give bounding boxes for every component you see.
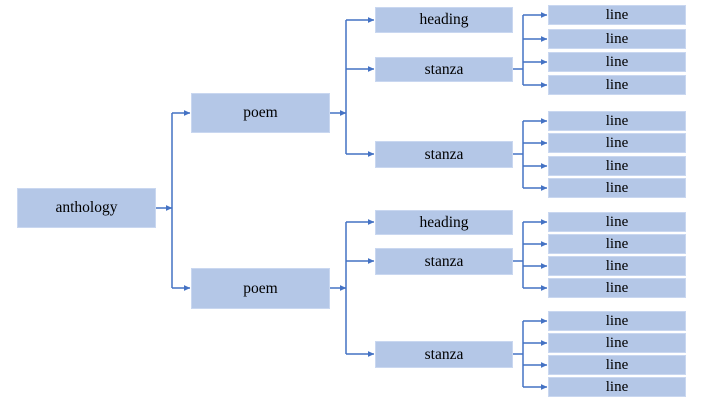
node-line: line xyxy=(548,133,686,153)
node-line: line xyxy=(548,256,686,276)
node-line: line xyxy=(548,111,686,131)
node-stanza-2: stanza xyxy=(375,141,513,168)
node-line: line xyxy=(548,355,686,375)
node-stanza-4: stanza xyxy=(375,341,513,368)
node-line: line xyxy=(548,75,686,95)
node-line: line xyxy=(548,178,686,198)
node-heading-1: heading xyxy=(375,7,513,33)
node-stanza-3: stanza xyxy=(375,248,513,275)
node-line: line xyxy=(548,156,686,176)
node-line: line xyxy=(548,333,686,353)
node-line: line xyxy=(548,311,686,331)
node-line: line xyxy=(548,234,686,254)
node-line: line xyxy=(548,29,686,49)
node-line: line xyxy=(548,52,686,72)
node-anthology: anthology xyxy=(17,188,156,228)
node-stanza-1: stanza xyxy=(375,57,513,82)
node-poem-1: poem xyxy=(191,93,330,133)
node-line: line xyxy=(548,5,686,25)
node-poem-2: poem xyxy=(191,268,330,309)
node-line: line xyxy=(548,278,686,298)
node-line: line xyxy=(548,212,686,232)
node-line: line xyxy=(548,377,686,397)
node-heading-2: heading xyxy=(375,210,513,235)
